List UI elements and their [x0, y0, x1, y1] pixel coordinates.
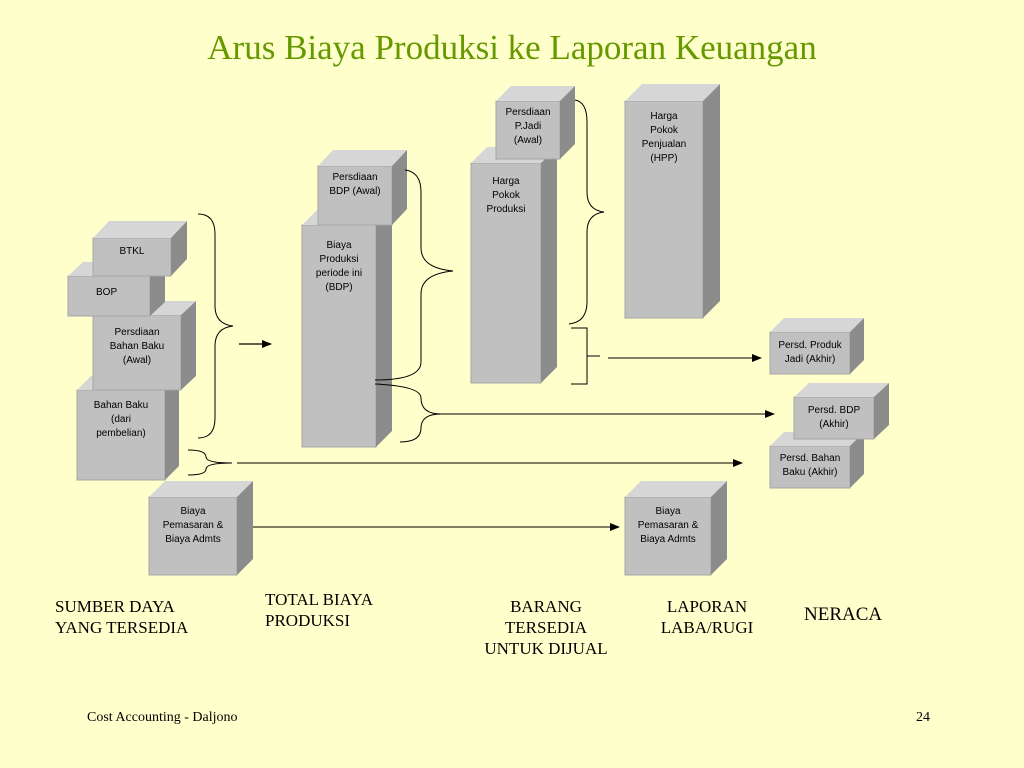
- persd-produk-jadi-akhir-label: Persd. Produk Jadi (Akhir): [778, 340, 842, 365]
- biaya-produksi-periode-ini-label: Biaya Produksi periode ini (BDP): [315, 240, 363, 293]
- persd-bdp-akhir-label: Persd. BDP (Akhir): [807, 405, 861, 430]
- harga-pokok-produksi-label: Harga Pokok Produksi: [486, 176, 526, 215]
- box-persediaan-bdp-awal: [317, 150, 407, 226]
- brace-barang-tersedia: [568, 99, 605, 325]
- persediaan-bahan-baku-awal-label: Persdiaan Bahan Baku (Awal): [109, 327, 165, 366]
- brace-total-biaya-produksi: [374, 169, 454, 381]
- bop-text: BOP: [96, 287, 118, 298]
- persd-bahan-baku-akhir-label: Persd. Bahan Baku (Akhir): [779, 453, 841, 478]
- caption-sumber-daya: SUMBER DAYA YANG TERSEDIA: [55, 597, 189, 637]
- persediaan-pjadi-awal-label: Persdiaan P.Jadi (Awal): [505, 107, 551, 146]
- biaya-pemasaran-source-label: Biaya Pemasaran & Biaya Admts: [162, 506, 224, 545]
- harga-pokok-penjualan-label: Harga Pokok Penjualan (HPP): [641, 111, 687, 164]
- box-persd-bdp-akhir: [793, 383, 889, 440]
- slide-number: 24: [916, 710, 930, 725]
- brace-sumber-daya: [197, 213, 234, 439]
- box-persediaan-pjadi-awal: [495, 86, 575, 160]
- bahan-baku-pembelian-label: Bahan Baku (dari pembelian): [93, 400, 149, 439]
- btkl-label: BTKL: [93, 245, 171, 259]
- btkl-text: BTKL: [119, 246, 145, 257]
- box-harga-pokok-penjualan: [624, 84, 720, 319]
- box-harga-pokok-produksi: [470, 147, 557, 384]
- box-btkl: [92, 221, 187, 277]
- biaya-pemasaran-laba-rugi-label: Biaya Pemasaran & Biaya Admts: [637, 506, 699, 545]
- caption-neraca: NERACA: [804, 604, 883, 625]
- bop-label: BOP: [96, 286, 150, 300]
- box-biaya-pemasaran-source: [148, 481, 253, 576]
- brace-bahan-baku-akhir: [187, 449, 233, 476]
- box-biaya-pemasaran-laba-rugi: [624, 481, 727, 576]
- box-persediaan-bahan-baku-awal: [92, 301, 196, 391]
- caption-laporan-laba-rugi: LAPORAN LABA/RUGI: [660, 597, 754, 637]
- bracket-produk-jadi-akhir: [571, 327, 600, 385]
- footer-source: Cost Accounting - Daljono: [87, 710, 238, 725]
- slide-title: Arus Biaya Produksi ke Laporan Keuangan: [207, 28, 817, 67]
- box-persd-produk-jadi-akhir: [769, 318, 864, 375]
- persediaan-bdp-awal-label: Persdiaan BDP (Awal): [329, 172, 381, 197]
- caption-total-biaya-produksi: TOTAL BIAYA PRODUKSI: [265, 590, 374, 630]
- caption-barang-tersedia: BARANG TERSEDIA UNTUK DIJUAL: [484, 597, 608, 658]
